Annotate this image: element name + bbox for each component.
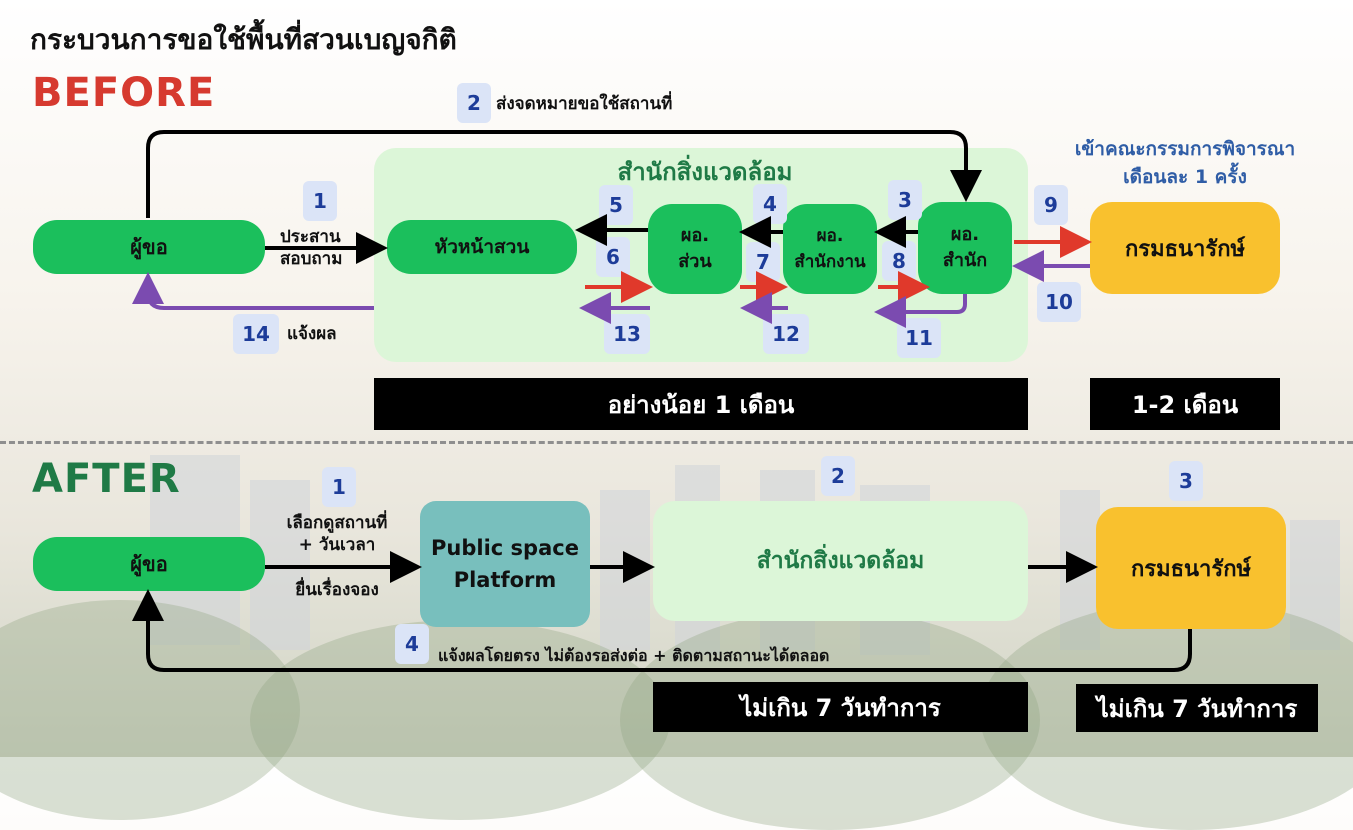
before-office-duration: อย่างน้อย 1 เดือน	[374, 378, 1028, 430]
step-number-3: 3	[888, 180, 922, 220]
step-number-6: 6	[596, 237, 630, 277]
after-department-node: กรมธนารักษ์	[1096, 507, 1286, 629]
step-number-14: 14	[233, 314, 279, 354]
step1-text-line1: ประสาน	[280, 227, 341, 247]
office-panel-title: สำนักสิ่งแวดล้อม	[617, 158, 793, 186]
arrow-step14	[132, 272, 374, 310]
step-number-10: 10	[1037, 282, 1081, 322]
platform-line1: Public space	[431, 536, 579, 560]
division-director-line2: สำนักงาน	[794, 252, 866, 272]
division-director-node: ผอ. สำนักงาน	[783, 204, 877, 294]
step2-text: ส่งจดหมายขอใช้สถานที่	[496, 94, 673, 114]
step1-text: ประสาน สอบถาม	[280, 226, 342, 270]
section-divider	[0, 441, 1353, 444]
after-department-duration: ไม่เกิน 7 วันทำการ	[1076, 684, 1318, 732]
after-arrow-step4	[132, 589, 1192, 672]
after-step-number-1: 1	[322, 467, 356, 507]
after-office-node: สำนักสิ่งแวดล้อม	[653, 501, 1028, 621]
after-step-number-3: 3	[1169, 461, 1203, 501]
after-step1-line1: เลือกดูสถานที่	[286, 513, 388, 533]
after-office-duration: ไม่เกิน 7 วันทำการ	[653, 682, 1028, 732]
step-number-5: 5	[599, 185, 633, 225]
arrow-step2	[146, 130, 982, 218]
step-number-13: 13	[604, 314, 650, 354]
committee-note: เข้าคณะกรรมการพิจารณา เดือนละ 1 ครั้ง	[1050, 135, 1320, 191]
step-number-9: 9	[1034, 185, 1068, 225]
after-step-number-4: 4	[395, 624, 429, 664]
page-title: กระบวนการขอใช้พื้นที่สวนเบญจกิติ	[30, 23, 457, 56]
after-step1-text-bottom: ยื่นเรื่องจอง	[295, 580, 379, 600]
section-director-line2: ส่วน	[678, 251, 712, 272]
division-director-line1: ผอ.	[816, 226, 844, 246]
committee-note-line1: เข้าคณะกรรมการพิจารณา	[1074, 138, 1296, 160]
section-director-node: ผอ. ส่วน	[648, 204, 742, 294]
department-node: กรมธนารักษ์	[1090, 202, 1280, 294]
platform-line2: Platform	[453, 568, 557, 592]
step14-text: แจ้งผล	[287, 324, 337, 344]
office-director-line1: ผอ.	[950, 224, 980, 245]
step-number-1: 1	[303, 181, 337, 221]
background-building	[1290, 520, 1340, 650]
after-requester-node: ผู้ขอ	[33, 537, 265, 591]
step1-text-line2: สอบถาม	[280, 249, 343, 269]
after-label: AFTER	[32, 456, 181, 502]
office-director-node: ผอ. สำนัก	[918, 202, 1012, 294]
after-step4-text: แจ้งผลโดยตรง ไม่ต้องรอส่งต่อ + ติดตามสถา…	[438, 646, 830, 665]
step-number-2: 2	[457, 83, 491, 123]
arrow-step11	[874, 294, 967, 328]
park-head-node: หัวหน้าสวน	[387, 220, 577, 274]
committee-note-line2: เดือนละ 1 ครั้ง	[1123, 166, 1247, 188]
after-step1-line2: + วันเวลา	[298, 535, 376, 555]
before-label: BEFORE	[32, 70, 216, 116]
flow-arrows	[132, 130, 1192, 672]
requester-node: ผู้ขอ	[33, 220, 265, 274]
after-step-number-2: 2	[821, 456, 855, 496]
before-department-duration: 1-2 เดือน	[1090, 378, 1280, 430]
public-space-platform-node: Public space Platform	[420, 501, 590, 627]
office-director-line2: สำนัก	[942, 250, 988, 271]
after-step1-text-top: เลือกดูสถานที่ + วันเวลา	[272, 512, 402, 556]
section-director-line1: ผอ.	[680, 225, 710, 246]
